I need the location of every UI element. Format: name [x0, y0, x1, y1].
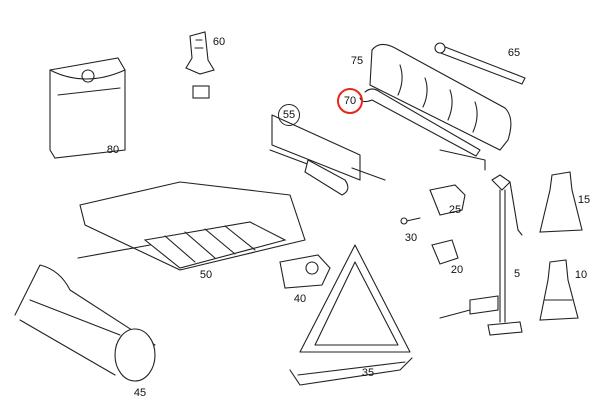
label-45: 45 [133, 387, 147, 399]
part-55-screwdriver[interactable] [269, 114, 386, 196]
part-65-wheel-wrench[interactable] [434, 42, 526, 85]
label-65: 65 [507, 47, 521, 59]
label-20: 20 [450, 264, 464, 276]
label-50: 50 [199, 269, 213, 281]
part-75-tool-roll[interactable] [369, 43, 512, 151]
part-20-clip[interactable] [431, 239, 459, 265]
part-35-warning-triangle[interactable] [289, 244, 413, 386]
part-25-clip[interactable] [429, 184, 466, 216]
part-15-wheel-chock[interactable] [539, 171, 583, 233]
label-35: 35 [361, 367, 375, 379]
part-80-pouch[interactable] [49, 57, 126, 159]
part-5-jack[interactable] [439, 174, 523, 336]
label-75: 75 [350, 55, 364, 67]
label-30: 30 [404, 232, 418, 244]
label-60: 60 [212, 36, 226, 48]
part-10-wheel-chock[interactable] [539, 259, 579, 321]
part-45-roll[interactable] [14, 264, 156, 382]
part-50-mat[interactable] [77, 181, 306, 271]
label-55-circled: 55 [278, 104, 300, 126]
label-25: 25 [448, 204, 462, 216]
label-40: 40 [293, 293, 307, 305]
part-30-screw[interactable] [400, 217, 421, 225]
label-15: 15 [577, 194, 591, 206]
label-80: 80 [106, 144, 120, 156]
label-5: 5 [513, 268, 521, 280]
part-60-fuse-puller[interactable] [185, 31, 215, 99]
part-40-bracket[interactable] [279, 254, 331, 289]
label-10: 10 [574, 269, 588, 281]
label-70-highlighted[interactable]: 70 [337, 88, 363, 114]
